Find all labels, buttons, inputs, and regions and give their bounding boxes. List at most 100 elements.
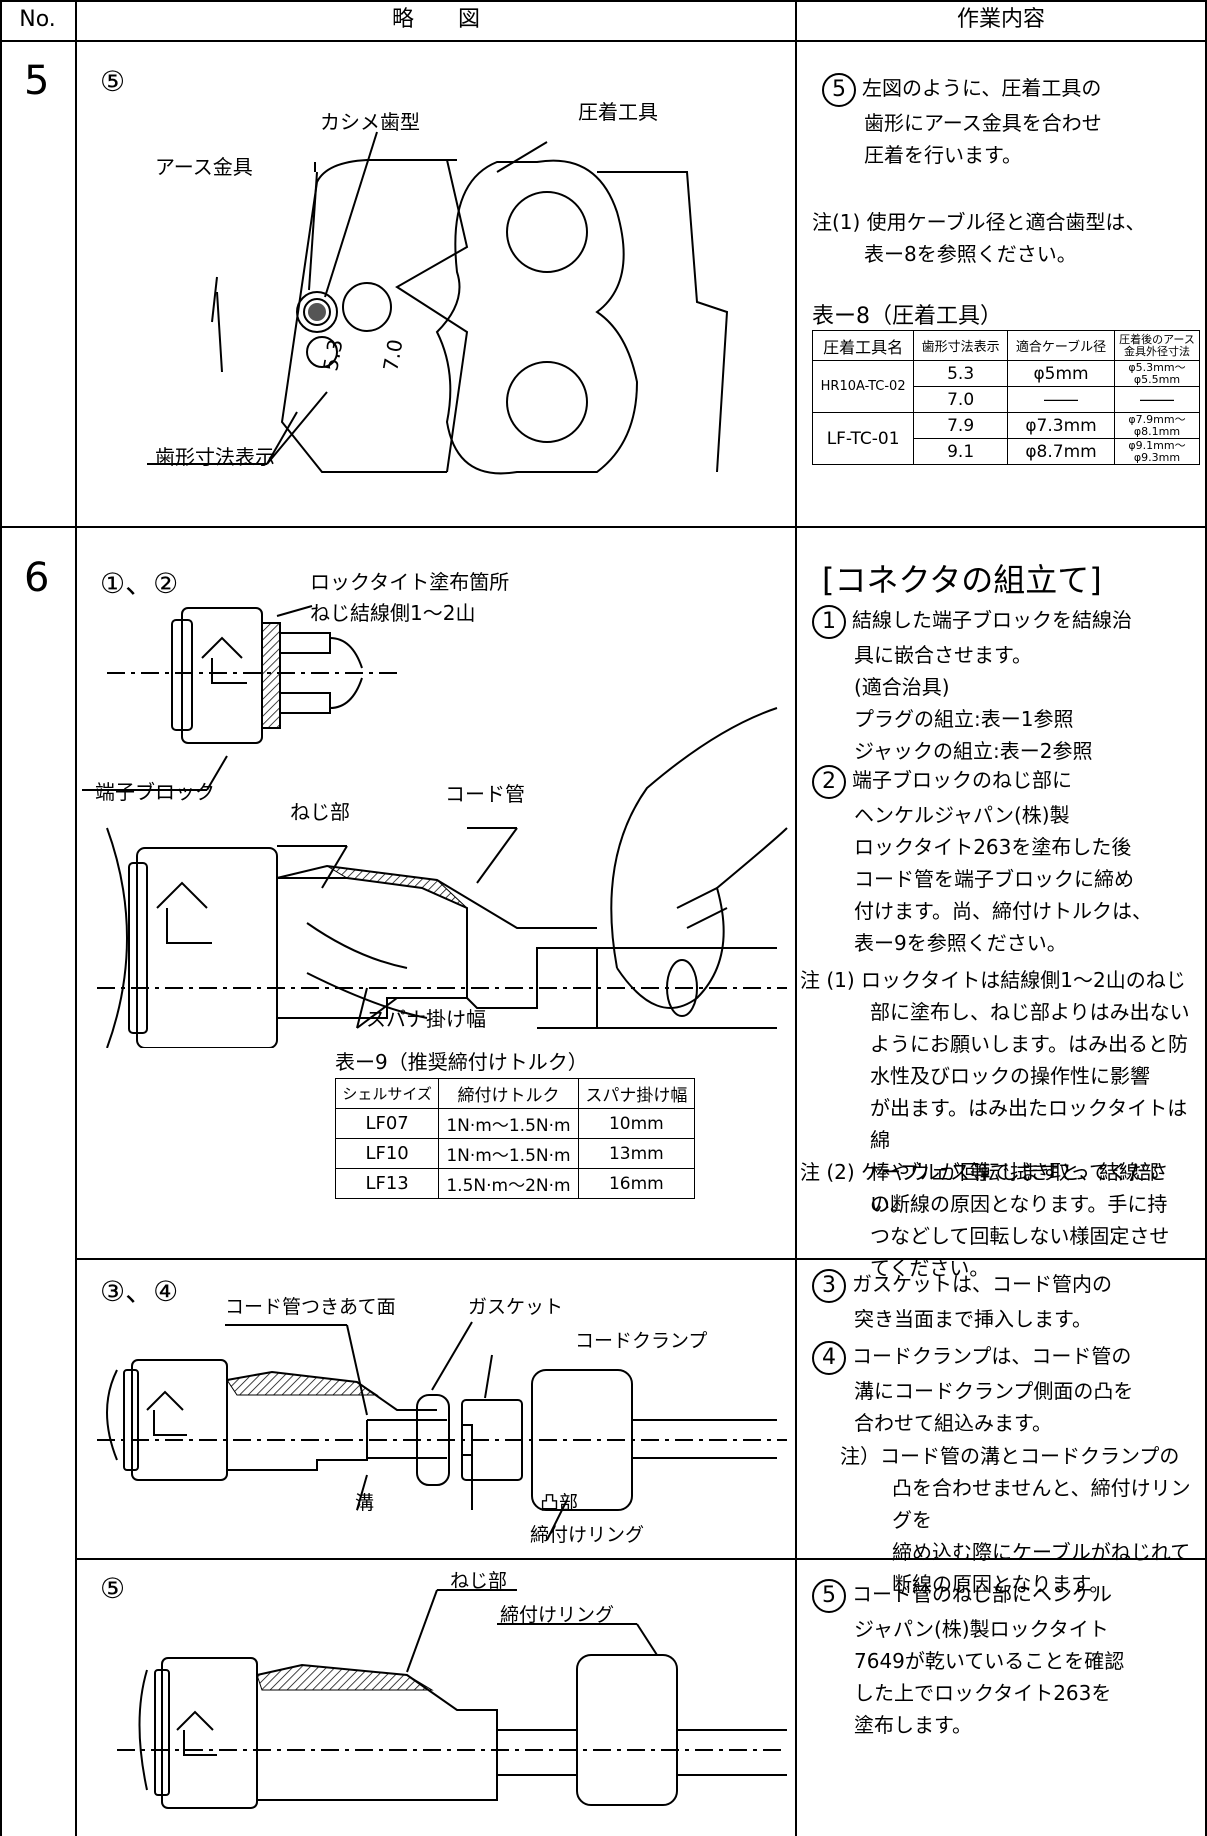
label-cord-tube: コード管	[445, 782, 525, 806]
t8-cell: ――	[1007, 386, 1115, 413]
row6b-divider	[75, 1558, 1207, 1560]
step2-line: ヘンケルジャパン(株)製	[854, 802, 1070, 827]
sec5-note-line2: 表ー8を参照ください。	[864, 242, 1077, 266]
t8-header-dim: 歯形寸法表示	[913, 330, 1009, 361]
t8-header-tool: 圧着工具名	[811, 330, 915, 361]
table9-torque: シェルサイズ 締付けトルク スパナ掛け幅 LF07 1N·m～1.5N·m 10…	[334, 1078, 696, 1199]
note2-head: 注 (2) ケーブルが回転しますと、結線部	[800, 1160, 1160, 1184]
label-gasket: ガスケット	[468, 1296, 564, 1318]
step3-line: 突き当面まで挿入します。	[854, 1306, 1092, 1331]
sec5-line-2: 歯形にアース金具を合わせ	[864, 110, 1102, 135]
note1-line: 水性及びロックの操作性に影響	[870, 1064, 1150, 1088]
step1-line: 具に嵌合させます。	[854, 642, 1032, 667]
step1-line: (適合治具)	[854, 674, 950, 699]
col-divider-2	[795, 0, 797, 1836]
connector-assembly-drawing	[82, 605, 788, 1048]
border-left	[0, 0, 2, 1836]
table9-title: 表ー9（推奨締付けトルク）	[335, 1050, 588, 1074]
t9-cell: 1N·m～1.5N·m	[438, 1108, 579, 1139]
t8-header-od: 圧着後のアース金具外径寸法	[1114, 330, 1200, 361]
step4-line: コードクランプは、コード管の	[852, 1344, 1132, 1368]
border-top	[0, 0, 1207, 2]
step-3-number: 3	[812, 1268, 846, 1303]
note2-line: てください。	[870, 1256, 990, 1280]
table8-crimp-tool: 圧着工具名 歯形寸法表示 適合ケーブル径 圧着後のアース金具外径寸法 HR10A…	[811, 330, 1200, 465]
label-tightening-ring-2: 締付けリング	[500, 1604, 615, 1626]
step-5b-number: 5	[812, 1578, 846, 1613]
label-cord-face: コード管つきあて面	[225, 1296, 396, 1318]
step-1-number: 1	[812, 604, 846, 639]
t8-cell: HR10A-TC-02	[811, 360, 915, 413]
sec5-line-3: 圧着を行います。	[864, 142, 1022, 167]
label-tightening-ring: 締付けリング	[530, 1524, 645, 1546]
t8-cell: 5.3	[913, 360, 1009, 387]
step2-line: 端子ブロックのねじ部に	[852, 768, 1072, 792]
t9-header-torque: 締付けトルク	[438, 1078, 579, 1109]
header-no: No.	[19, 7, 56, 32]
note-2: 注 (2) ケーブルが回転しますと、結線部 の断線の原因となります。手に持 つな…	[800, 1156, 1169, 1284]
sec6b-note-line: 断線の原因となります。	[892, 1572, 1110, 1596]
label-loctite-2: ねじ結線側1～2山	[310, 601, 476, 625]
t8-cell: φ7.9mm～φ8.1mm	[1114, 412, 1200, 439]
label-cord-clamp: コードクランプ	[575, 1330, 708, 1352]
label-boss: 凸部	[540, 1492, 579, 1514]
t8-header-cable: 適合ケーブル径	[1007, 330, 1115, 361]
label-screw-part: ねじ部	[290, 800, 350, 824]
t9-cell: 1N·m～1.5N·m	[438, 1138, 579, 1169]
step2-line: コード管を端子ブロックに締め	[854, 866, 1134, 891]
t8-cell: LF-TC-01	[811, 412, 915, 465]
sec6a-marker: ①、②	[100, 567, 179, 600]
sec5-note-head: 注(1) 使用ケーブル径と適合歯型は、	[812, 210, 1146, 234]
t8-cell: φ7.3mm	[1007, 412, 1115, 439]
step5b-line: ジャパン(株)製ロックタイト	[854, 1616, 1109, 1641]
t9-cell: LF07	[334, 1108, 440, 1139]
step4-line: 合わせて組込みます。	[854, 1410, 1052, 1435]
col-divider-1	[75, 0, 77, 1836]
header-figure: 略 図	[391, 7, 480, 32]
step2-line: 付けます。尚、締付けトルクは、	[854, 898, 1152, 923]
t9-cell: LF13	[334, 1168, 440, 1199]
t9-header-shell: シェルサイズ	[334, 1078, 440, 1109]
step5b-line: 7649が乾いていることを確認	[854, 1648, 1125, 1673]
label-caulk-die: カシメ歯型	[320, 110, 420, 134]
note1-head: 注 (1) ロックタイトは結線側1～2山のねじ	[800, 968, 1186, 992]
svg-text:5.3: 5.3	[318, 337, 347, 372]
t8-cell: 7.9	[913, 412, 1009, 439]
t9-cell: 10mm	[577, 1108, 696, 1139]
crimp-tool-drawing: 5.3 7.0	[147, 131, 729, 475]
t8-cell: 9.1	[913, 438, 1009, 465]
t9-cell: 13mm	[577, 1138, 696, 1169]
t9-cell: 16mm	[577, 1168, 696, 1199]
note2-line: つなどして回転しない様固定させ	[870, 1224, 1170, 1248]
assembly-heading: [コネクタの組立て]	[822, 561, 1102, 599]
t9-cell: 1.5N·m～2N·m	[438, 1168, 579, 1199]
svg-text:7.0: 7.0	[378, 337, 407, 372]
label-crimp-tool: 圧着工具	[578, 100, 658, 124]
t8-cell: 7.0	[913, 386, 1009, 413]
table8-title: 表ー8（圧着工具）	[812, 304, 1002, 329]
t8-cell: φ5.3mm～φ5.5mm	[1114, 360, 1200, 387]
sec6b-marker: ③、④	[100, 1275, 179, 1308]
t9-cell: LF10	[334, 1138, 440, 1169]
step5b-line: した上でロックタイト263を	[854, 1680, 1112, 1705]
step-4-number: 4	[812, 1340, 846, 1375]
label-die-dimension: 歯形寸法表示	[155, 445, 275, 469]
t8-cell: φ5mm	[1007, 360, 1115, 387]
step-2-number: 2	[812, 764, 846, 799]
step2-line: ロックタイト263を塗布した後	[854, 834, 1132, 859]
step-5-number: 5	[822, 72, 856, 107]
step1-line: 結線した端子ブロックを結線治	[852, 608, 1132, 632]
sec6c-marker: ⑤	[100, 1572, 126, 1605]
note1-line: 部に塗布し、ねじ部よりはみ出ない	[870, 1000, 1190, 1024]
label-loctite-1: ロックタイト塗布箇所	[310, 570, 510, 594]
t9-header-width: スパナ掛け幅	[577, 1078, 696, 1109]
note1-line: 棒やウェス等で拭き取ってください。	[870, 1160, 1169, 1216]
row6a-divider	[75, 1258, 1207, 1260]
